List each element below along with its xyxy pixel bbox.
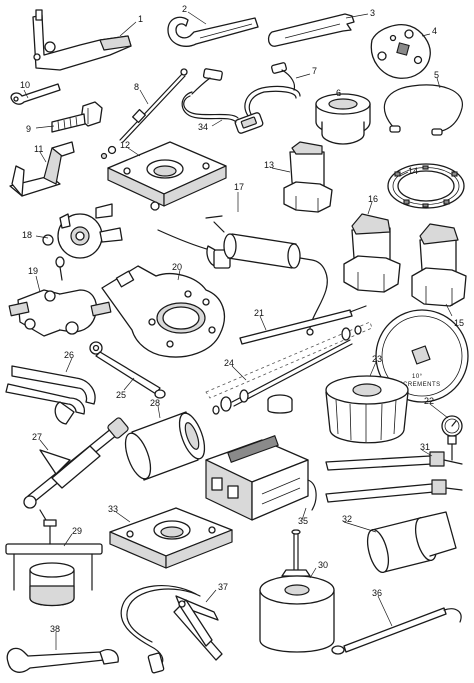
tool-12-alignment-block	[107, 141, 227, 211]
callout-11: 11	[34, 144, 43, 154]
callout-30: 30	[318, 560, 328, 570]
tool-2-c-spanner	[167, 16, 259, 47]
callout-10: 10	[20, 80, 30, 90]
callout-19: 19	[28, 266, 38, 276]
callout-33: 33	[108, 504, 118, 514]
tool-21-probe	[239, 305, 367, 345]
callout-37: 37	[218, 582, 228, 592]
tool-7-diagnostic-cable	[234, 62, 301, 134]
tool-17-syringe-gauge	[157, 215, 328, 336]
callout-23: 23	[372, 354, 382, 364]
callout-1: 1	[138, 14, 143, 24]
tool-33-alignment-block	[109, 507, 233, 569]
callout-35: 35	[298, 516, 308, 526]
callout-4: 4	[432, 26, 437, 36]
callout-3: 3	[370, 8, 375, 18]
callout-28: 28	[150, 398, 160, 408]
tool-36-hook-rod	[331, 607, 462, 655]
callout-17: 17	[234, 182, 244, 192]
degree-wheel-top-label: 10°	[412, 374, 423, 380]
callout-24: 24	[224, 358, 234, 368]
degree-wheel-bottom-label: INCREMENTS	[396, 382, 441, 388]
tool-3-fork-lever	[267, 13, 355, 47]
tool-1-holding-bracket	[32, 9, 132, 71]
tool-19-bearing-clamp	[8, 289, 112, 337]
callout-25: 25	[116, 390, 126, 400]
callout-6: 6	[336, 88, 341, 98]
tool-9-bolt	[51, 101, 103, 133]
callout-21: 21	[254, 308, 264, 318]
callout-18: 18	[22, 230, 32, 240]
callout-14: 14	[408, 166, 418, 176]
callout-29: 29	[72, 526, 82, 536]
tool-27-torque-wrench	[23, 417, 129, 521]
callout-32: 32	[342, 514, 352, 524]
leader-lines	[23, 11, 453, 650]
tool-14-locking-ring	[387, 163, 465, 209]
callout-13: 13	[264, 160, 274, 170]
callout-31: 31	[420, 442, 430, 452]
callout-34: 34	[198, 122, 208, 132]
tool-20-holding-plate	[101, 265, 225, 358]
degree-wheel: 10° INCREMENTS	[375, 309, 469, 403]
tool-28-sleeve	[124, 411, 206, 481]
callout-9: 9	[26, 124, 31, 134]
tool-11-folded-bracket	[9, 141, 75, 197]
callout-5: 5	[434, 70, 439, 80]
tool-22-pressure-gauge	[441, 415, 463, 461]
tool-15-sensor-socket-right	[411, 223, 467, 307]
tool-5-cable-lead	[383, 84, 463, 136]
callout-38: 38	[50, 624, 60, 634]
callout-12: 12	[120, 140, 130, 150]
tool-6-cup-adaptor	[315, 93, 371, 145]
callout-26: 26	[64, 350, 74, 360]
callout-15: 15	[454, 318, 464, 328]
tool-8-slide-hammer	[100, 68, 188, 160]
callout-16: 16	[368, 194, 378, 204]
tool-37-hose-pliers	[120, 584, 223, 674]
tool-34-interface-cable	[181, 68, 239, 123]
tool-13-sensor-socket	[283, 141, 333, 213]
tool-10-pin	[10, 83, 61, 105]
tool-31-hoses	[325, 451, 463, 503]
tool-30-press-drift	[259, 529, 335, 653]
tool-29-puller	[5, 519, 103, 607]
tool-35-control-unit	[205, 435, 317, 521]
callout-numbers: 1 2 3 4 5 6 7 8 9 10 11 12 13 14 15 16 1…	[20, 4, 464, 634]
tool-26-spanners	[5, 365, 96, 425]
tool-16-sensor-socket-large	[343, 213, 401, 293]
tool-38-spanner	[6, 647, 119, 673]
tool-18-flywheel-puller	[42, 203, 123, 281]
callout-27: 27	[32, 432, 42, 442]
tool-24-threaded-rod	[205, 321, 373, 415]
callout-7: 7	[312, 66, 317, 76]
callout-2: 2	[182, 4, 187, 14]
tool-23-filter-wrench	[325, 375, 409, 444]
callout-36: 36	[372, 588, 382, 598]
tool-4-cam-plate	[370, 24, 431, 79]
callout-8: 8	[134, 82, 139, 92]
tool-32-sleeve	[366, 511, 457, 574]
tool-25-eye-rod	[89, 341, 166, 399]
callout-22: 22	[424, 396, 434, 406]
callout-20: 20	[172, 262, 182, 272]
